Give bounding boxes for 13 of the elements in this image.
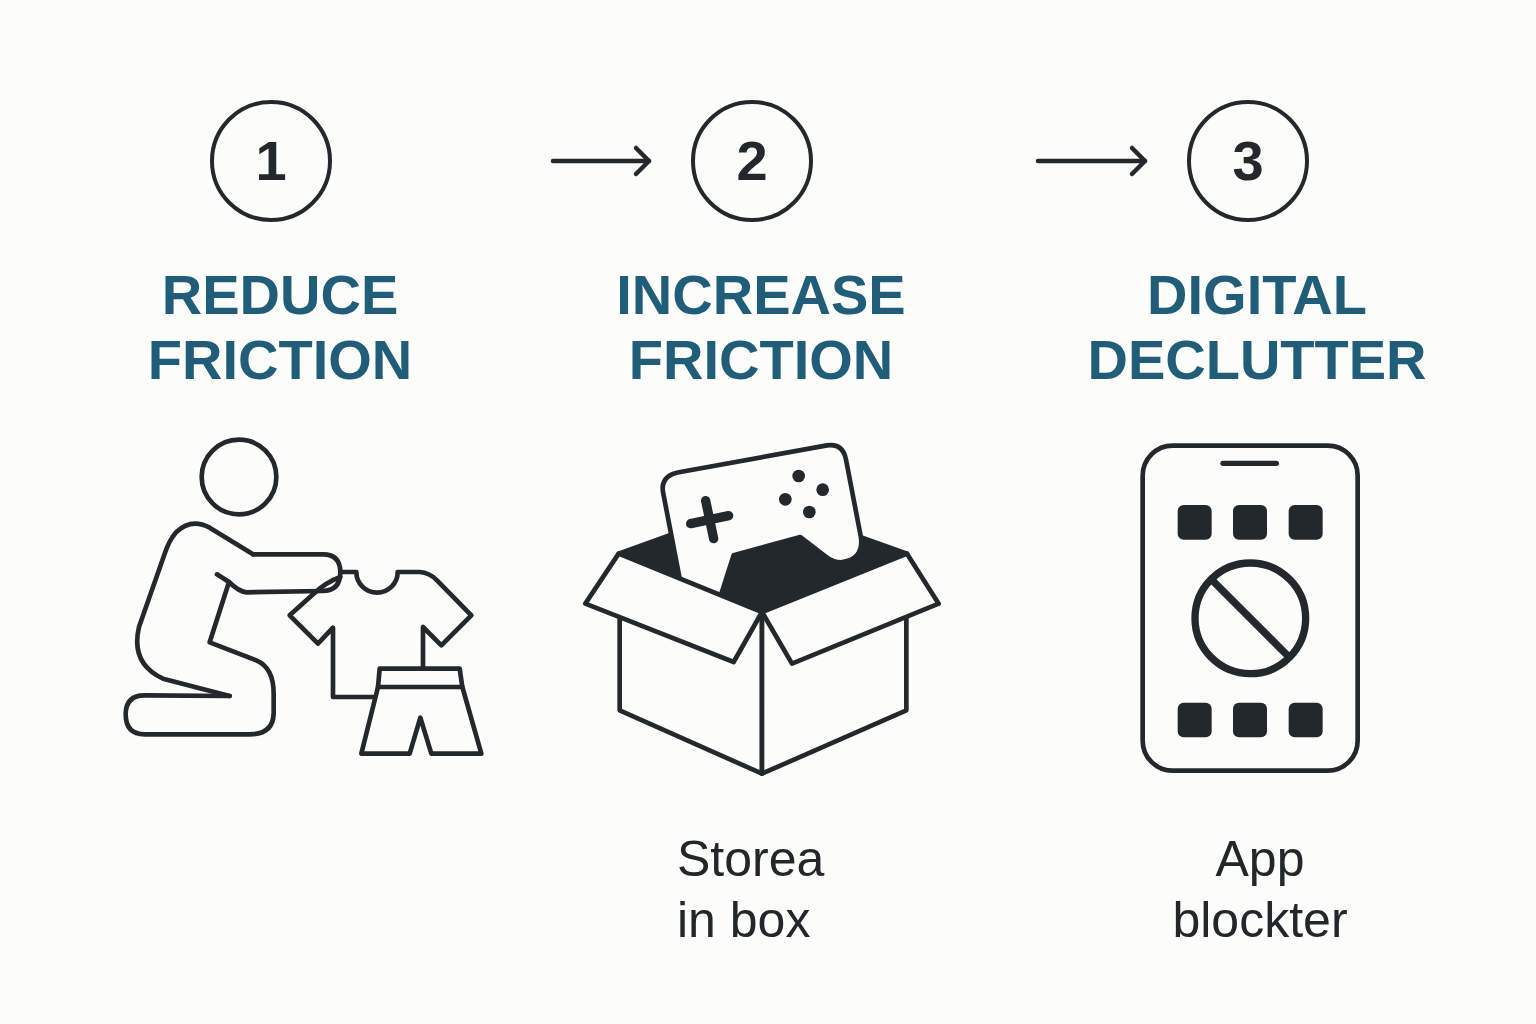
step-number: 3 (1232, 133, 1264, 189)
arrow (1035, 145, 1148, 177)
caption: App blockter (1171, 830, 1349, 950)
step-heading: INCREASE FRICTION (615, 262, 907, 392)
step-circle (691, 100, 813, 222)
arrow (550, 145, 652, 177)
step-heading: REDUCE FRICTION (146, 262, 414, 392)
step-circle (210, 100, 332, 222)
step-heading: DIGITAL DECLUTTER (1086, 262, 1428, 392)
step-number: 1 (255, 133, 287, 189)
caption: Storea in box (677, 830, 826, 950)
step-circle (1187, 100, 1309, 222)
step-number: 2 (736, 133, 768, 189)
